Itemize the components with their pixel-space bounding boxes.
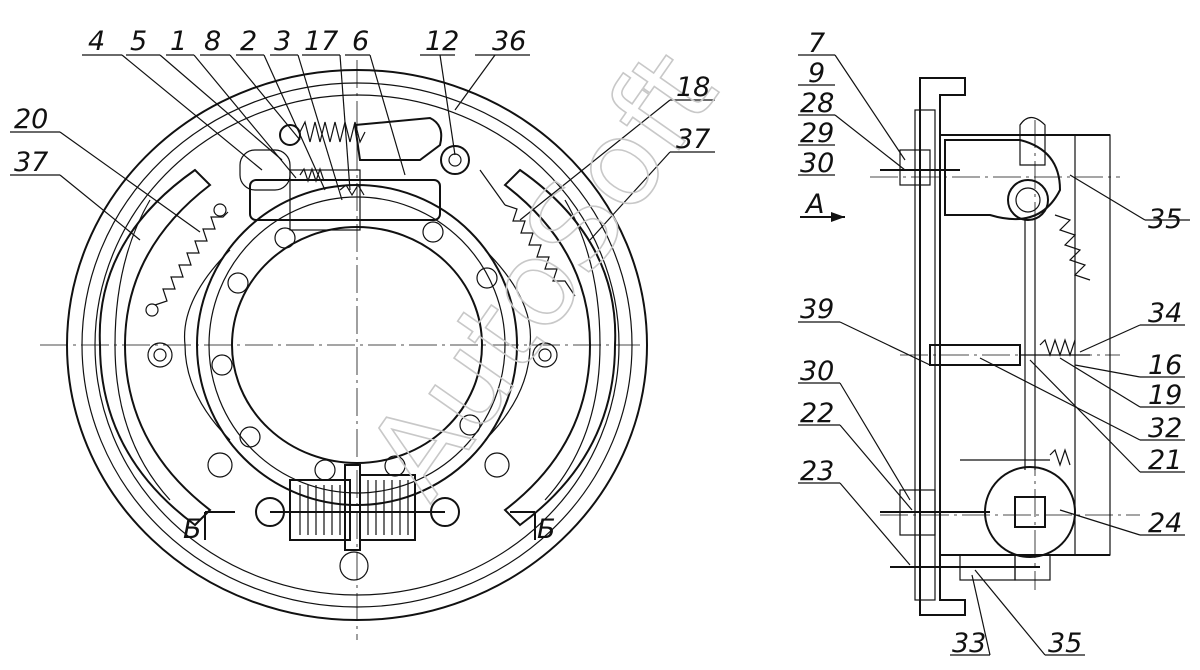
hub-flange — [196, 184, 518, 506]
label-21: 21 — [1148, 445, 1182, 476]
label-3: 3 — [274, 26, 291, 57]
return-spring-left — [154, 211, 229, 306]
expander-body — [249, 179, 441, 221]
label-24: 24 — [1148, 508, 1182, 539]
label-36: 36 — [492, 26, 526, 57]
label-19: 19 — [1148, 380, 1182, 411]
label-5: 5 — [130, 26, 147, 57]
label-8: 8 — [204, 26, 221, 57]
label-2: 2 — [240, 26, 257, 57]
return-spring-right — [504, 204, 576, 297]
part-labels: 4 5 1 8 2 3 17 6 12 36 20 37 18 37 7 9 2… — [14, 26, 1182, 659]
section-mark-right: Б — [537, 514, 556, 545]
label-17: 17 — [304, 26, 338, 57]
leader-lines-left — [10, 54, 715, 241]
label-29: 29 — [800, 118, 834, 149]
backing-plate — [66, 69, 648, 621]
label-39: 39 — [800, 294, 834, 325]
label-4: 4 — [88, 26, 105, 57]
plate-flange — [919, 77, 966, 616]
label-22: 22 — [800, 398, 834, 429]
label-1: 1 — [170, 26, 187, 57]
view-arrow-label: А — [804, 189, 824, 220]
brake-shoe-right — [503, 168, 617, 527]
label-23: 23 — [800, 456, 834, 487]
label-35-bottom: 35 — [1048, 628, 1082, 659]
label-37-right: 37 — [676, 124, 710, 155]
label-6: 6 — [352, 26, 369, 57]
label-28: 28 — [800, 88, 834, 119]
section-mark-left: Б — [183, 514, 202, 545]
label-18: 18 — [676, 72, 710, 103]
label-32: 32 — [1148, 413, 1182, 444]
label-35-top: 35 — [1148, 204, 1182, 235]
label-34: 34 — [1148, 298, 1182, 329]
side-view: А — [798, 54, 1190, 656]
label-37-left: 37 — [14, 147, 48, 178]
label-20: 20 — [14, 104, 48, 135]
label-7: 7 — [808, 28, 825, 59]
label-9: 9 — [808, 58, 825, 89]
label-16: 16 — [1148, 350, 1182, 381]
label-30-mid: 30 — [800, 356, 834, 387]
hub-bolts — [147, 221, 558, 581]
label-12: 12 — [425, 26, 459, 57]
leader-lines-right — [798, 54, 1190, 656]
adjuster-square-shaft — [1014, 496, 1046, 528]
label-30-top: 30 — [800, 148, 834, 179]
front-view: Б Б — [10, 54, 715, 640]
adjuster-springs — [255, 464, 460, 551]
label-33: 33 — [952, 628, 986, 659]
brake-shoe-left — [98, 168, 212, 527]
